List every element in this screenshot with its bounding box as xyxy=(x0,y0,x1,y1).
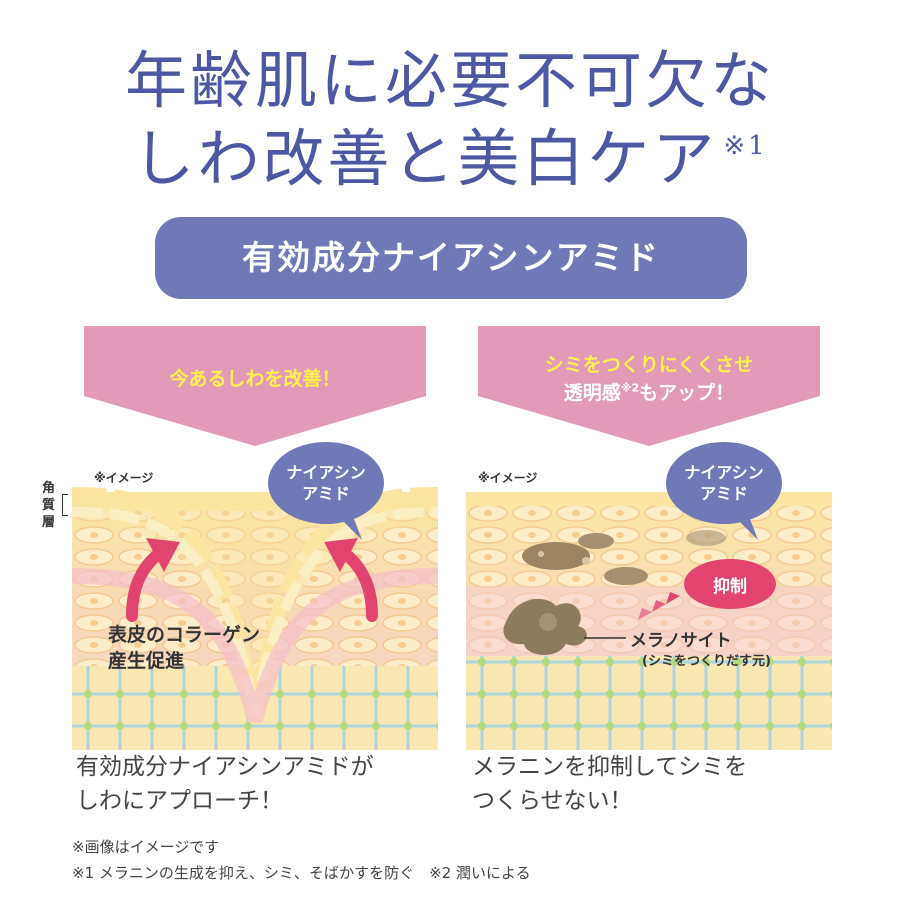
niacinamide-bubble: ナイアシン アミド xyxy=(666,462,782,504)
niacinamide-bubble: ナイアシン アミド xyxy=(268,462,384,504)
melanin-skin-illustration xyxy=(466,326,832,750)
wrinkle-panel: 今あるしわを改善！ ※イメージ ナイアシン アミド 表皮のコラーゲン 産生促進 xyxy=(72,326,438,750)
caption-line-1: 有効成分ナイアシンアミドが xyxy=(76,754,374,780)
bubble-line-2: アミド xyxy=(700,484,748,503)
wrinkle-skin-illustration xyxy=(72,326,438,750)
caption-line-2: つくらせない！ xyxy=(472,788,633,814)
whitening-heading-line-2: 透明感※2もアップ！ xyxy=(466,378,832,405)
heading-transparency: 透明感 xyxy=(563,382,621,404)
bubble-line-1: ナイアシン xyxy=(286,463,366,482)
heading-up: もアップ！ xyxy=(639,382,735,404)
headline-line-2: しわ改善と美白ケア※1 xyxy=(0,108,900,198)
caption-line-1: メラニンを抑制してシミを xyxy=(472,754,748,780)
image-note: ※イメージ xyxy=(478,471,538,485)
wrinkle-caption: 有効成分ナイアシンアミドが しわにアプローチ！ xyxy=(76,750,374,818)
stratum-char-3: 層 xyxy=(42,515,56,530)
image-note: ※イメージ xyxy=(94,471,154,485)
effect-line-1: 表皮のコラーゲン xyxy=(108,624,261,646)
ingredient-banner: 有効成分ナイアシンアミド xyxy=(155,217,747,299)
heading-note-mark: ※2 xyxy=(620,381,640,395)
stratum-char-2: 質 xyxy=(42,498,56,513)
footnote-notes: ※1 メラニンの生成を抑え、シミ、そばかすを防ぐ ※2 潤いによる xyxy=(72,864,531,882)
headline-note-mark: ※1 xyxy=(723,131,768,161)
headline-line-2-text: しわ改善と美白ケア xyxy=(132,122,718,195)
stratum-corneum-label: 角 質 層 xyxy=(42,480,55,531)
wrinkle-heading: 今あるしわを改善！ xyxy=(169,368,341,390)
footnote-image: ※画像はイメージです xyxy=(72,838,220,856)
stratum-bracket xyxy=(62,494,68,516)
inhibit-badge: 抑制 xyxy=(713,577,747,597)
headline-line-1: 年齢肌に必要不可欠な xyxy=(124,44,775,117)
melanocyte-label: メラノサイト xyxy=(630,631,732,651)
whitening-heading-line-1: シミをつくりにくくさせ xyxy=(544,354,754,376)
bubble-line-1: ナイアシン xyxy=(684,463,764,482)
stratum-char-1: 角 xyxy=(42,481,56,496)
bubble-line-2: アミド xyxy=(302,484,350,503)
melanocyte-sublabel: (シミをつくりだす元) xyxy=(642,654,771,669)
collagen-effect-label: 表皮のコラーゲン 産生促進 xyxy=(108,622,260,674)
effect-line-2: 産生促進 xyxy=(108,650,185,672)
whitening-caption: メラニンを抑制してシミを つくらせない！ xyxy=(472,750,747,818)
whitening-panel: シミをつくりにくくさせ 透明感※2もアップ！ ※イメージ ナイアシン アミド 抑… xyxy=(466,326,832,750)
caption-line-2: しわにアプローチ！ xyxy=(76,788,283,814)
